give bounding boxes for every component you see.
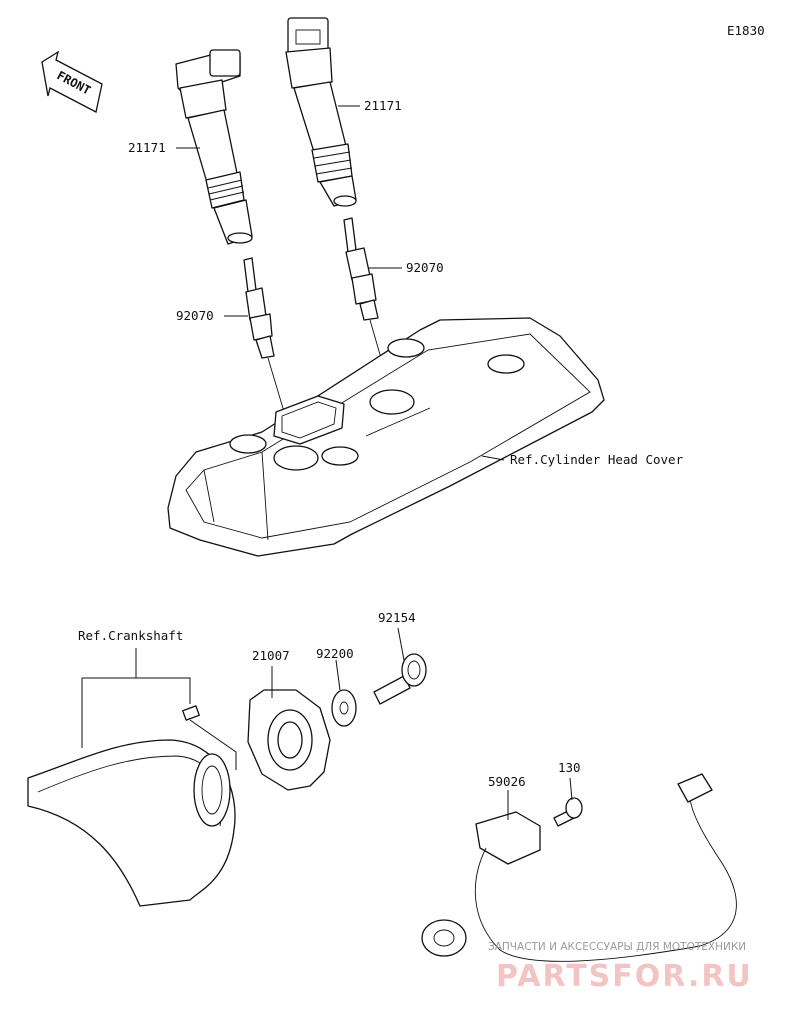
crank-sensor[interactable] bbox=[421, 773, 737, 962]
crankshaft[interactable] bbox=[27, 705, 236, 907]
label-washer: 92200 bbox=[316, 646, 354, 661]
label-coil-right: 21171 bbox=[364, 98, 402, 113]
spark-plug-left[interactable] bbox=[243, 257, 275, 359]
label-coil-left: 21171 bbox=[128, 140, 166, 155]
ignition-coil-right[interactable] bbox=[285, 17, 357, 207]
label-rotor: 21007 bbox=[252, 648, 290, 663]
label-ref-head-cover: Ref.Cylinder Head Cover bbox=[510, 452, 684, 467]
watermark-tagline: ЗАПЧАСТИ И АКСЕССУАРЫ ДЛЯ МОТОТЕХНИКИ bbox=[488, 941, 746, 953]
label-sensor: 59026 bbox=[488, 774, 526, 789]
ignition-coil-left[interactable] bbox=[175, 49, 253, 245]
label-sensor-bolt: 130 bbox=[558, 760, 581, 775]
rotor-bolt[interactable] bbox=[373, 653, 427, 705]
washer[interactable] bbox=[331, 689, 357, 727]
label-plug-right: 92070 bbox=[406, 260, 444, 275]
timing-rotor[interactable] bbox=[247, 689, 331, 791]
front-arrow-icon: FRONT bbox=[41, 50, 103, 113]
diagram-id: E1830 bbox=[727, 23, 765, 38]
label-ref-crankshaft: Ref.Crankshaft bbox=[78, 628, 183, 643]
label-plug-left: 92070 bbox=[176, 308, 214, 323]
sensor-bolt[interactable] bbox=[553, 797, 583, 827]
watermark-logo: PARTSFOR.RU bbox=[496, 959, 753, 994]
label-rotor-bolt: 92154 bbox=[378, 610, 416, 625]
spark-plug-right[interactable] bbox=[343, 217, 379, 321]
cylinder-head-cover[interactable] bbox=[167, 317, 605, 557]
